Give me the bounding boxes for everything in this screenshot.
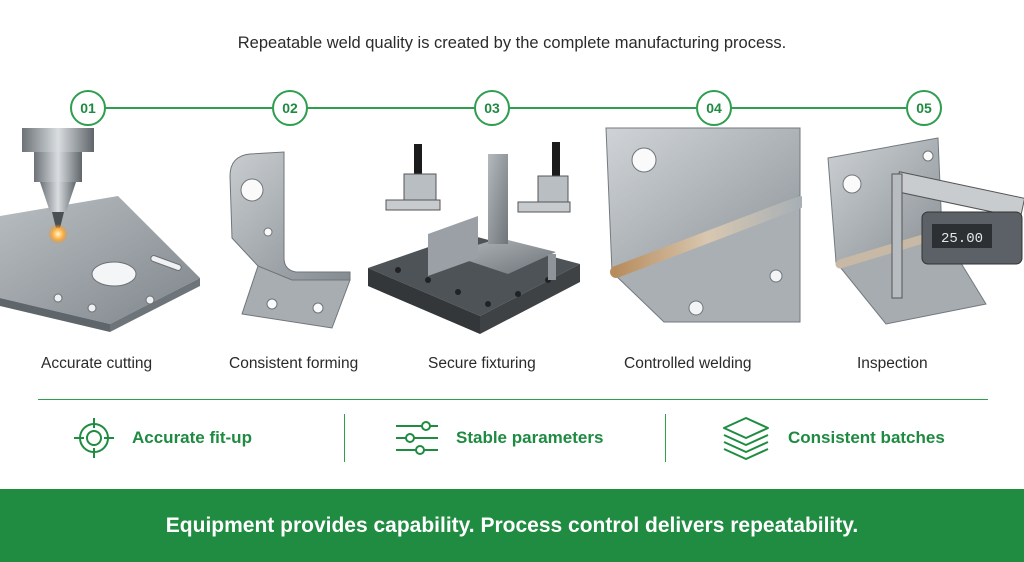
process-timeline: 01 02 03 04 05: [0, 88, 1024, 128]
timeline-connector: [104, 107, 272, 109]
laser-cutting-image: [0, 128, 200, 332]
section-divider: [38, 399, 988, 400]
caliper-readout: 25.00: [941, 231, 983, 247]
step-number-badge: 01: [70, 90, 106, 126]
step-label-cutting: Accurate cutting: [41, 355, 153, 372]
step-number-badge: 02: [272, 90, 308, 126]
benefit-parameters: Stable parameters: [394, 410, 603, 466]
benefit-label: Accurate fit-up: [132, 428, 252, 447]
step-label-inspection: Inspection: [857, 355, 928, 372]
stacked-layers-icon: [723, 417, 769, 460]
headline: Repeatable weld quality is created by th…: [237, 34, 787, 52]
welding-fixture-image: [368, 142, 580, 334]
welded-joint-image: [605, 127, 802, 323]
bottom-banner: Equipment provides capability. Process c…: [0, 489, 1024, 562]
step-label-forming: Consistent forming: [229, 355, 359, 372]
benefit-fit-up: Accurate fit-up: [72, 410, 252, 466]
inspection-caliper-image: 25.00: [827, 137, 1024, 325]
bent-bracket-image: [229, 151, 351, 329]
timeline-connector: [306, 107, 474, 109]
sliders-icon: [396, 421, 438, 455]
step-number-badge: 04: [696, 90, 732, 126]
benefit-divider: [344, 414, 345, 462]
step-number-badge: 05: [906, 90, 942, 126]
benefit-label: Consistent batches: [788, 428, 945, 447]
step-label-fixturing: Secure fixturing: [428, 355, 536, 372]
benefit-divider: [665, 414, 666, 462]
benefit-batches: Consistent batches: [720, 410, 945, 466]
timeline-connector: [730, 107, 906, 109]
step-label-welding: Controlled welding: [624, 355, 752, 372]
timeline-connector: [508, 107, 696, 109]
banner-text: Equipment provides capability. Process c…: [165, 513, 859, 537]
crosshair-icon: [74, 418, 114, 458]
benefit-label: Stable parameters: [456, 428, 604, 447]
step-number-badge: 03: [474, 90, 510, 126]
